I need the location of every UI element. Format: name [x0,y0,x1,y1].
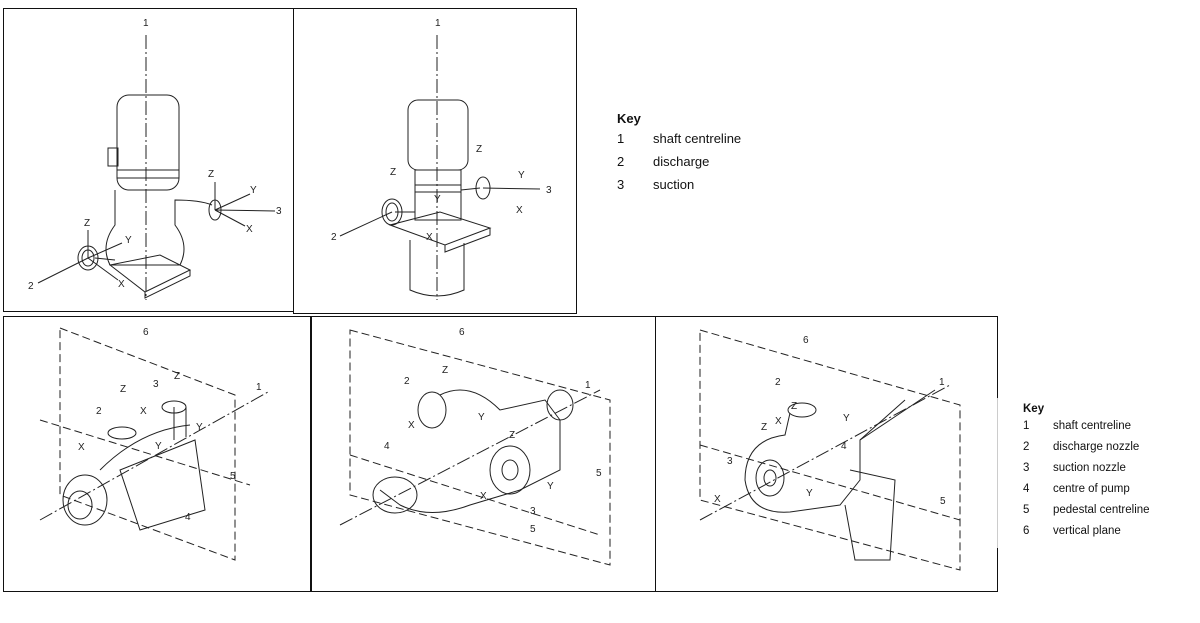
split-case-pump-callout: 1 [585,380,591,391]
panel-vertical-inline-pump-base [3,8,294,312]
key-item: 3 suction nozzle [1023,462,1150,483]
end-suction-pump-callout: 4 [185,512,191,523]
key-item: 2 discharge nozzle [1023,441,1150,462]
vertical-inline-pump-base-callout: X [118,279,125,290]
key-text: suction nozzle [1053,462,1126,474]
overhung-pump-callout: Y [843,413,850,424]
vertical-inline-pump-flange-callout: Z [476,144,483,155]
overhung-pump-callout: X [775,416,782,427]
key-text: pedestal centreline [1053,504,1150,516]
key-text: discharge nozzle [1053,441,1140,453]
split-case-pump-callout: 3 [530,506,536,517]
key-item: 2 discharge [617,154,741,177]
drawing-vertical-inline-pump-flange [339,35,541,300]
split-case-pump-callout: 5 [530,524,536,535]
split-case-pump-callout: 5 [596,468,602,479]
key-num: 2 [617,154,625,169]
vertical-inline-pump-base-callout: 3 [276,206,282,217]
overhung-pump-callout: 1 [939,377,945,388]
vertical-inline-pump-flange-callout: 3 [546,185,552,196]
key-text: shaft centreline [1053,420,1131,432]
end-suction-pump-callout: Y [196,422,203,433]
vertical-inline-pump-base-callout: 2 [28,281,34,292]
vertical-inline-pump-base-callout: Z [208,169,215,180]
overhung-pump-callout: Z [791,401,798,412]
overhung-pump-callout: Z [761,422,768,433]
vertical-inline-pump-base-callout: Y [125,235,132,246]
key-text: vertical plane [1053,525,1121,537]
key-item: 4 centre of pump [1023,483,1150,504]
key-text: suction [653,177,695,192]
end-suction-pump-callout: 1 [256,382,262,393]
key-num: 2 [1023,441,1030,453]
split-case-pump-callout: Z [442,365,449,376]
end-suction-pump-callout: X [78,442,85,453]
key-item: 6 vertical plane [1023,525,1150,546]
vertical-inline-pump-base-callout: Z [84,218,91,229]
overhung-pump-callout: 2 [775,377,781,388]
end-suction-pump-callout: 5 [230,471,236,482]
key-title: Key [1023,403,1045,415]
key-item: 3 suction [617,177,741,200]
key-num: 3 [617,177,625,192]
end-suction-pump-callout: 3 [153,379,159,390]
vertical-inline-pump-flange-callout: Z [390,167,397,178]
key-num: 1 [617,131,625,146]
end-suction-pump-callout: Z [120,384,127,395]
key-num: 6 [1023,525,1030,537]
key-item: 1 shaft centreline [1023,420,1150,441]
end-suction-pump-callout: Y [155,441,162,452]
vertical-inline-pump-flange-callout: 2 [331,232,337,243]
key-top: Key 1 shaft centreline 2 discharge 3 suctio… [617,111,741,200]
overhung-pump-callout: 5 [940,496,946,507]
vertical-inline-pump-flange-callout: X [426,232,433,243]
key-text: discharge [653,154,710,169]
end-suction-pump-callout: 6 [143,327,149,338]
end-suction-pump-callout: 2 [96,406,102,417]
key-num: 1 [1023,420,1030,432]
drawing-split-case-pump [339,329,611,566]
key-text: centre of pump [1053,483,1130,495]
overhung-pump-callout: 6 [803,335,809,346]
vertical-inline-pump-flange-callout: 1 [435,18,441,29]
split-case-pump-callout: 2 [404,376,410,387]
split-case-pump-callout: 4 [384,441,390,452]
split-case-pump-callout: X [480,491,487,502]
split-case-pump-callout: Y [547,481,554,492]
vertical-inline-pump-flange-callout: Y [518,170,525,181]
panel-overhung-pump [655,316,998,592]
drawing-overhung-pump [699,329,961,571]
split-case-pump-callout: Y [478,412,485,423]
overhung-pump-callout: 4 [841,441,847,452]
key-num: 5 [1023,504,1030,516]
key-title: Key [617,111,641,126]
split-case-pump-callout: X [408,420,415,431]
key-item: 1 shaft centreline [617,131,741,154]
vertical-inline-pump-flange-callout: X [516,205,523,216]
key-num: 3 [1023,462,1030,474]
drawing-end-suction-pump [39,327,269,561]
vertical-inline-pump-base-callout: Y [250,185,257,196]
split-case-pump-callout: 6 [459,327,465,338]
vertical-inline-pump-flange-callout: Y [434,194,441,205]
overhung-pump-callout: X [714,494,721,505]
key-item: 5 pedestal centreline [1023,504,1150,525]
key-num: 4 [1023,483,1030,495]
vertical-inline-pump-base-callout: 1 [143,18,149,29]
panel-vertical-inline-pump-flange [293,8,577,314]
drawing-vertical-inline-pump-base [37,35,276,300]
split-case-pump-callout: Z [509,430,516,441]
end-suction-pump-callout: Z [174,371,181,382]
overhung-pump-callout: 3 [727,456,733,467]
key-text: shaft centreline [653,131,742,146]
panel-end-suction-pump [3,316,311,592]
end-suction-pump-callout: X [140,406,147,417]
panel-split-case-pump [311,316,656,592]
overhung-pump-callout: Y [806,488,813,499]
vertical-inline-pump-base-callout: X [246,224,253,235]
divider [997,398,998,548]
